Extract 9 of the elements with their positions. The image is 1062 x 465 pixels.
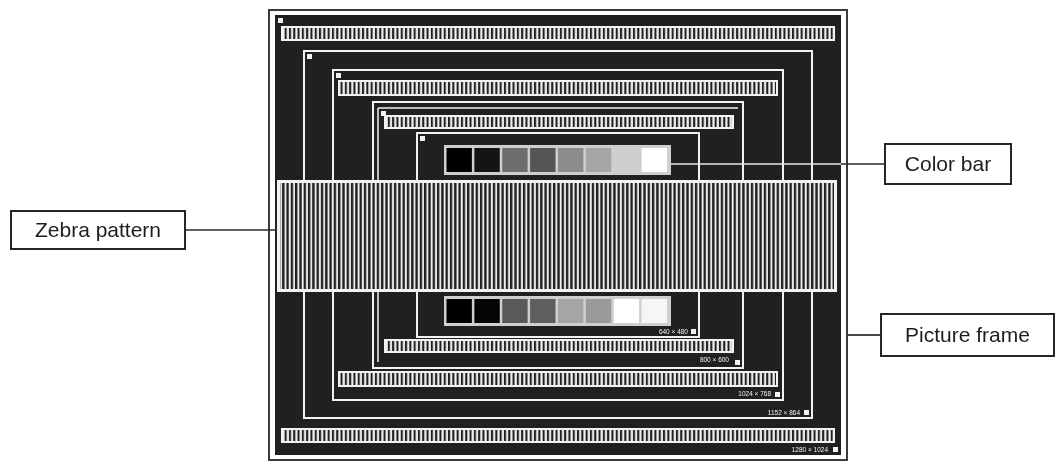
leader-line <box>185 229 278 231</box>
color-bar <box>444 145 671 175</box>
leader-line <box>670 163 885 165</box>
callout-label: Color bar <box>884 143 1012 185</box>
callout-label: Picture frame <box>880 313 1055 357</box>
leader-line <box>847 334 881 336</box>
callout-label: Zebra pattern <box>10 210 186 250</box>
color-bar <box>444 296 671 326</box>
zebra-pattern <box>277 180 837 292</box>
